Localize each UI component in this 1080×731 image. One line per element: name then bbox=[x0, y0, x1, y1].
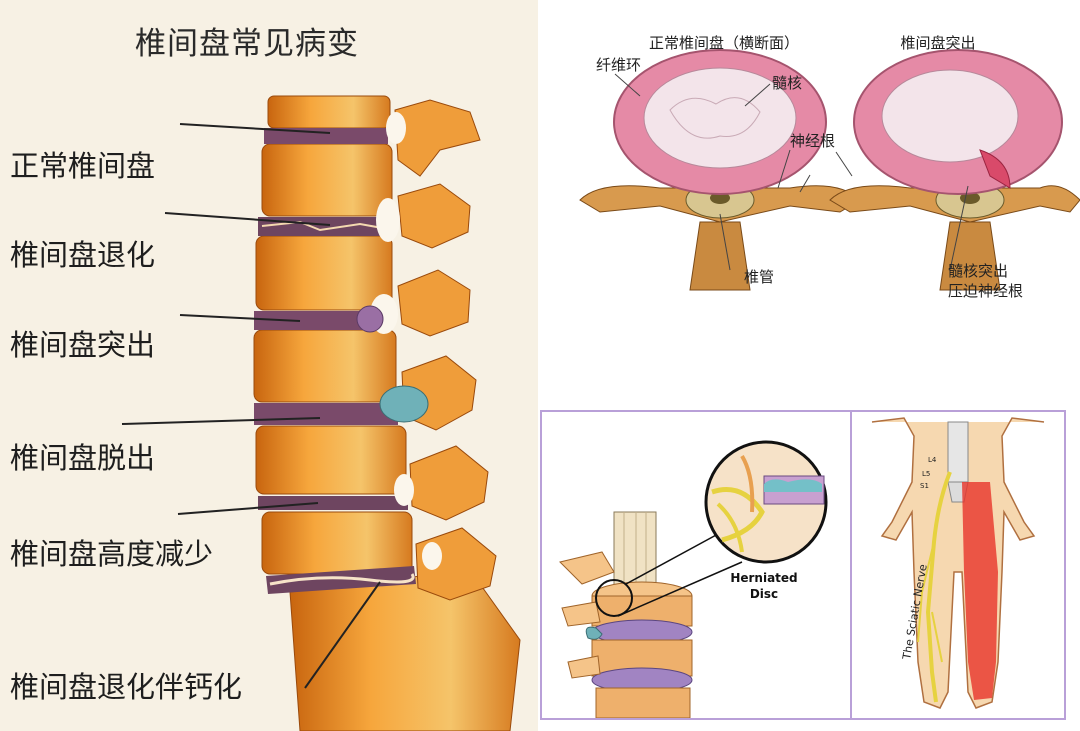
vertebra-4 bbox=[253, 329, 397, 403]
sciatic-nerve-panel: L4 L5 S1 The Sciatic Nerve bbox=[852, 410, 1066, 720]
label-nucleus: 髓核 bbox=[772, 74, 802, 92]
level-l5: L5 bbox=[922, 470, 930, 478]
herniated-label-1: Herniated bbox=[730, 571, 797, 585]
label-herniated-disc: 椎间盘脱出 bbox=[10, 441, 156, 475]
lumbar-spine-illustration bbox=[121, 95, 521, 731]
panel-title: 椎间盘常见病变 bbox=[135, 26, 359, 62]
label-degenerated-disc: 椎间盘退化 bbox=[10, 238, 156, 272]
normal-disc-title: 正常椎间盘（横断面） bbox=[649, 34, 799, 52]
label-calcification: 椎间盘退化伴钙化 bbox=[10, 670, 243, 704]
herniated-disc-illustration: Herniated Disc bbox=[559, 440, 828, 719]
disc-cross-sections: 正常椎间盘（横断面） 椎间盘突出 纤维环 髓核 神经根 椎管 髓核突出 压迫神经… bbox=[579, 34, 1080, 300]
inflamed-leg bbox=[962, 482, 998, 700]
label-herniation-2: 压迫神经根 bbox=[948, 282, 1023, 300]
bulge bbox=[356, 305, 384, 333]
label-normal-disc: 正常椎间盘 bbox=[10, 149, 156, 183]
label-annulus: 纤维环 bbox=[596, 56, 641, 74]
vertebra-1 bbox=[267, 95, 391, 129]
label-canal: 椎管 bbox=[744, 268, 774, 286]
herniated-label-2: Disc bbox=[750, 587, 778, 601]
label-height-loss: 椎间盘高度减少 bbox=[10, 537, 214, 571]
spine-lesions-panel: 椎间盘常见病变 正常椎间盘 椎间盘退化 椎间盘突出 椎间盘脱出 椎间盘高度减少 … bbox=[0, 0, 538, 731]
herniated-disc-3d-panel: Herniated Disc bbox=[540, 410, 852, 720]
vertebra-6 bbox=[261, 511, 413, 575]
sciatic-nerve bbox=[925, 471, 952, 703]
level-s1: S1 bbox=[920, 482, 929, 490]
disc-normal bbox=[264, 128, 388, 144]
level-l4: L4 bbox=[928, 456, 937, 464]
herniation bbox=[379, 385, 429, 423]
disc-thin bbox=[258, 496, 408, 510]
cross-section-panel: 正常椎间盘（横断面） 椎间盘突出 纤维环 髓核 神经根 椎管 髓核突出 压迫神经… bbox=[540, 0, 1080, 405]
label-nerve-root: 神经根 bbox=[790, 132, 835, 150]
sciatic-nerve-illustration: L4 L5 S1 The Sciatic Nerve bbox=[871, 417, 1045, 709]
disc-calcified bbox=[266, 566, 416, 594]
sacrum bbox=[289, 569, 521, 731]
vertebra-5 bbox=[255, 425, 407, 495]
vertebra-2 bbox=[261, 143, 393, 217]
herniated-disc-cross-section bbox=[829, 49, 1080, 291]
vertebra-3 bbox=[255, 235, 393, 311]
label-herniation-1: 髓核突出 bbox=[948, 262, 1008, 280]
disc-herniated bbox=[254, 403, 398, 425]
body-outline bbox=[871, 417, 1045, 709]
normal-disc-cross-section bbox=[579, 49, 861, 291]
herniated-disc-title: 椎间盘突出 bbox=[900, 34, 975, 52]
herniation-bulge bbox=[585, 626, 603, 640]
label-bulging-disc: 椎间盘突出 bbox=[10, 328, 156, 362]
herniated-nucleus bbox=[979, 149, 1011, 189]
